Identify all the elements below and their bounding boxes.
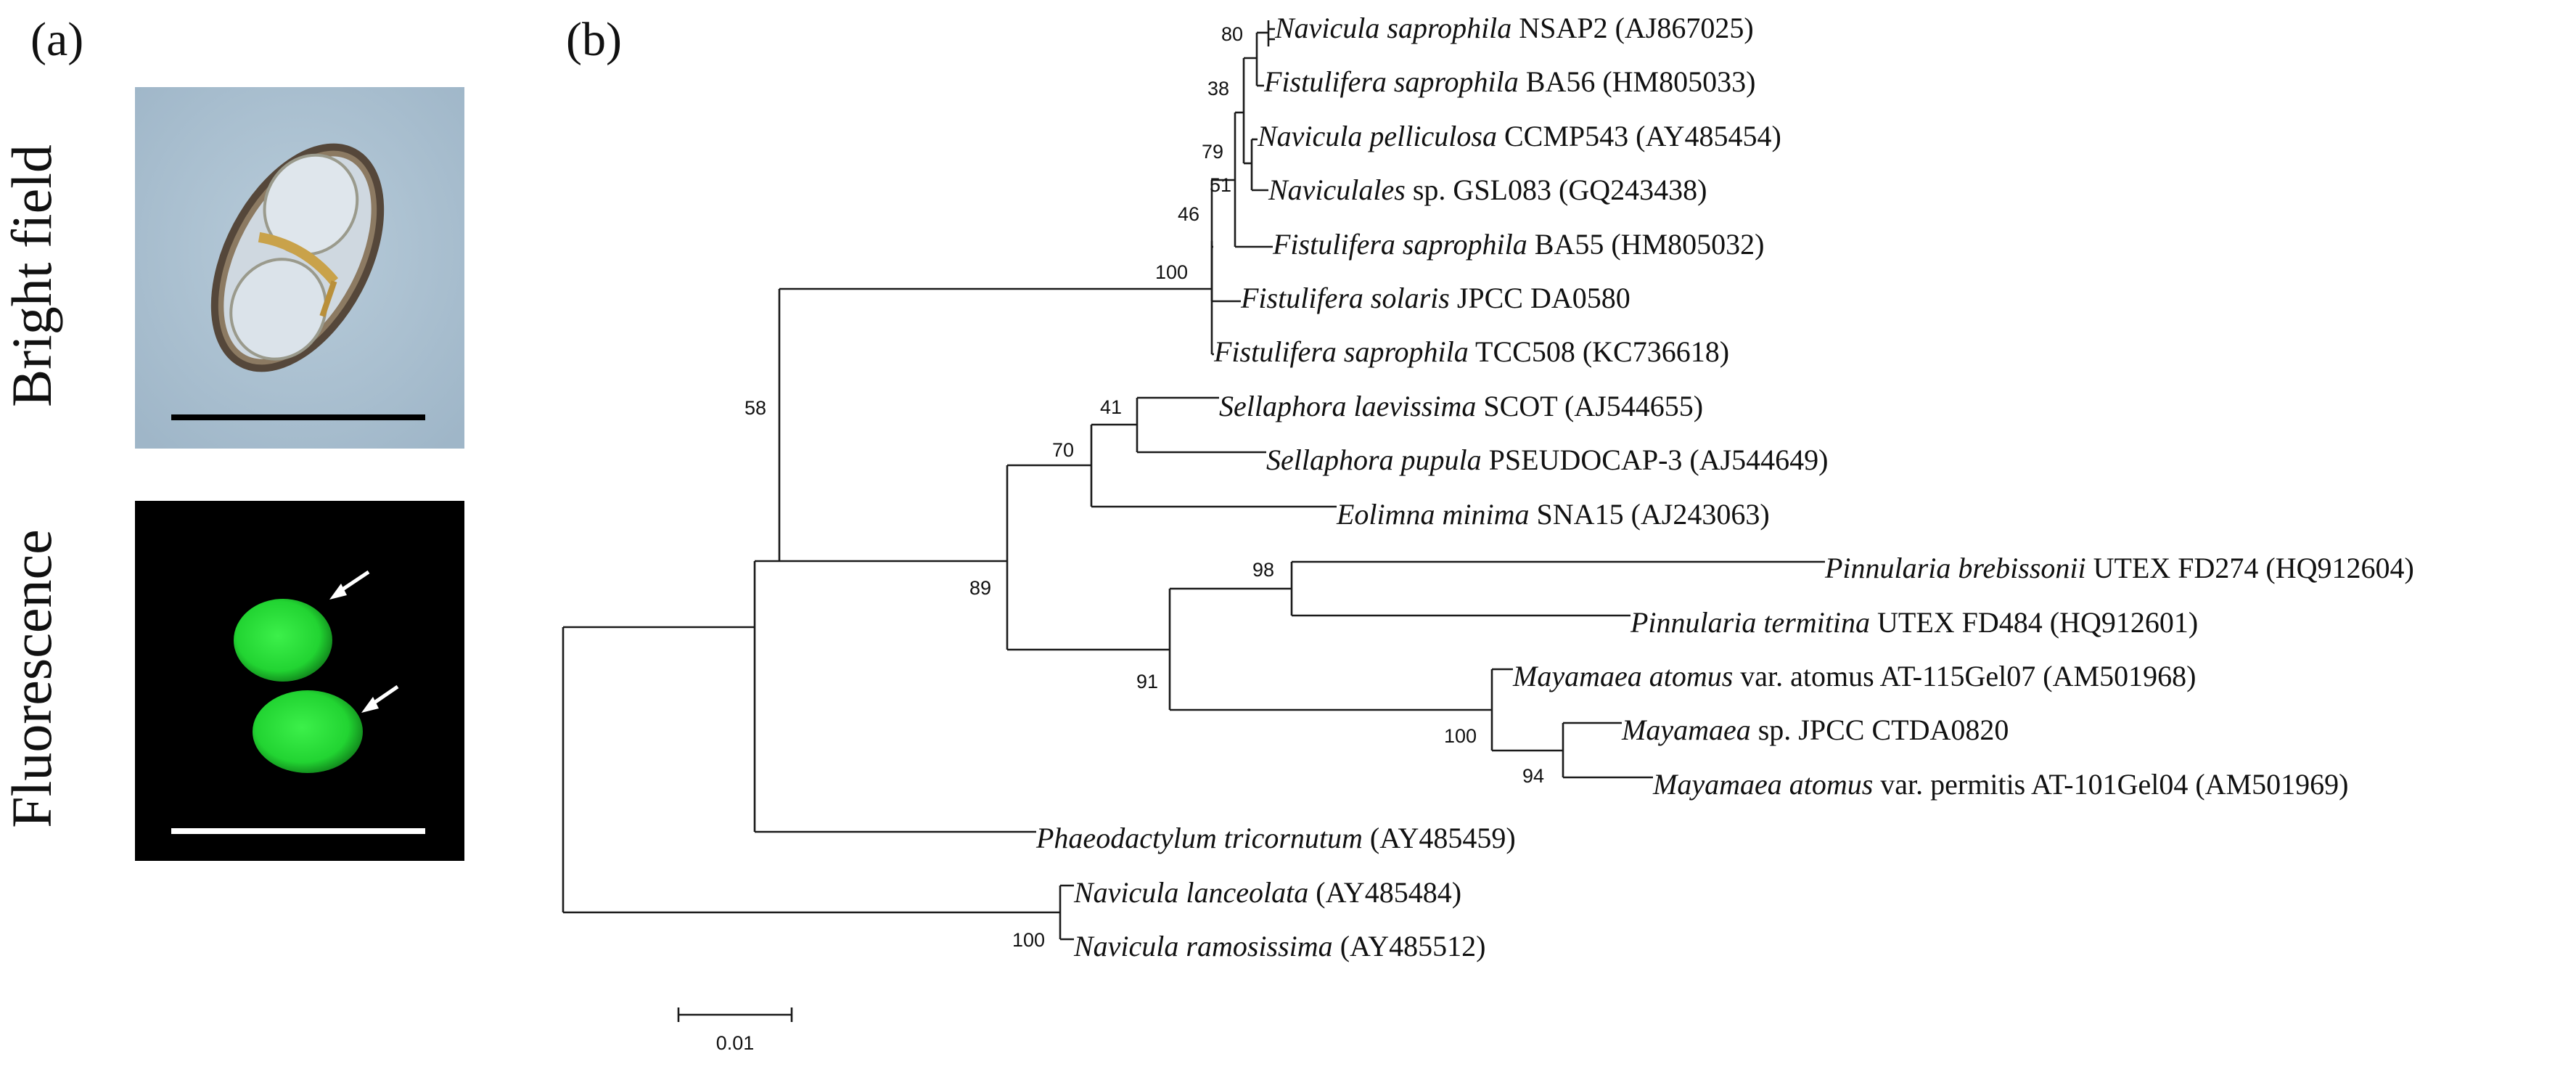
leaf-label: Mayamaea atomus var. permitis AT-101Gel0…	[1652, 768, 2348, 801]
bootstrap-value: 100	[1012, 929, 1045, 951]
leaf-label: Navicula lanceolata (AY485484)	[1073, 876, 1461, 909]
leaf-label: Pinnularia termitina UTEX FD484 (HQ91260…	[1630, 606, 2198, 639]
diatom-cell	[210, 143, 385, 372]
fluorescence-scale-bar	[171, 828, 425, 834]
bootstrap-value: 79	[1202, 141, 1223, 163]
leaf-label: Fistulifera solaris JPCC DA0580	[1240, 282, 1630, 314]
bootstrap-value: 80	[1221, 23, 1243, 45]
leaf-label: Navicula pelliculosa CCMP543 (AY485454)	[1257, 120, 1781, 152]
scale-bar-label: 0.01	[716, 1032, 755, 1054]
tree-scale-bar: 0.01	[677, 1007, 793, 1054]
bootstrap-value: 100	[1444, 725, 1477, 747]
bootstrap-value: 94	[1522, 765, 1544, 787]
bootstrap-value: 70	[1052, 439, 1074, 461]
leaf-label: Fistulifera saprophila TCC508 (KC736618)	[1213, 335, 1729, 368]
leaf-labels: Navicula saprophila NSAP2 (AJ867025) Fis…	[1035, 12, 2414, 962]
bootstrap-value: 46	[1178, 203, 1199, 225]
bootstrap-value: 100	[1155, 261, 1188, 283]
leaf-label: Navicula saprophila NSAP2 (AJ867025)	[1274, 12, 1754, 44]
leaf-label: Pinnularia brebissonii UTEX FD274 (HQ912…	[1824, 552, 2414, 584]
phylogenetic-tree	[562, 20, 1825, 941]
fluorescent-cell-lower	[253, 690, 363, 773]
bootstrap-value: 38	[1207, 78, 1229, 99]
leaf-label: Phaeodactylum tricornutum (AY485459)	[1035, 822, 1516, 854]
leaf-label: Mayamaea atomus var. atomus AT-115Gel07 …	[1512, 660, 2196, 692]
fluorescence-label: Fluorescence	[0, 529, 63, 827]
leaf-label: Naviculales sp. GSL083 (GQ243438)	[1268, 173, 1707, 206]
bright-field-scale-bar	[171, 414, 425, 420]
bootstrap-value: 41	[1100, 396, 1122, 418]
bootstrap-value: 91	[1136, 671, 1158, 692]
bootstrap-labels: 80 38 79 51 46 100 58 41 70 89 98 91 100…	[745, 23, 1544, 951]
leaf-label: Fistulifera saprophila BA56 (HM805033)	[1263, 65, 1755, 98]
panel-b-label: (b)	[566, 13, 622, 66]
leaf-label: Mayamaea sp. JPCC CTDA0820	[1621, 714, 2009, 746]
fluorescent-cell-upper	[234, 599, 332, 682]
bootstrap-value: 98	[1252, 559, 1274, 581]
leaf-label: Sellaphora laevissima SCOT (AJ544655)	[1219, 390, 1703, 422]
bright-field-image	[135, 87, 464, 449]
bootstrap-value: 51	[1210, 174, 1231, 196]
leaf-label: Navicula ramosissima (AY485512)	[1073, 930, 1485, 962]
bootstrap-value: 58	[745, 397, 766, 419]
fluorescence-background	[135, 501, 464, 861]
leaf-label: Sellaphora pupula PSEUDOCAP-3 (AJ544649)	[1266, 443, 1828, 476]
bright-field-label: Bright field	[0, 144, 63, 407]
fluorescence-image	[135, 501, 464, 861]
leaf-label: Eolimna minima SNA15 (AJ243063)	[1336, 498, 1770, 531]
panel-a-label: (a)	[30, 13, 83, 66]
bootstrap-value: 89	[969, 577, 991, 599]
leaf-label: Fistulifera saprophila BA55 (HM805032)	[1272, 228, 1764, 261]
arrow-icon-lower	[361, 684, 399, 713]
arrow-icon-upper	[329, 570, 370, 600]
